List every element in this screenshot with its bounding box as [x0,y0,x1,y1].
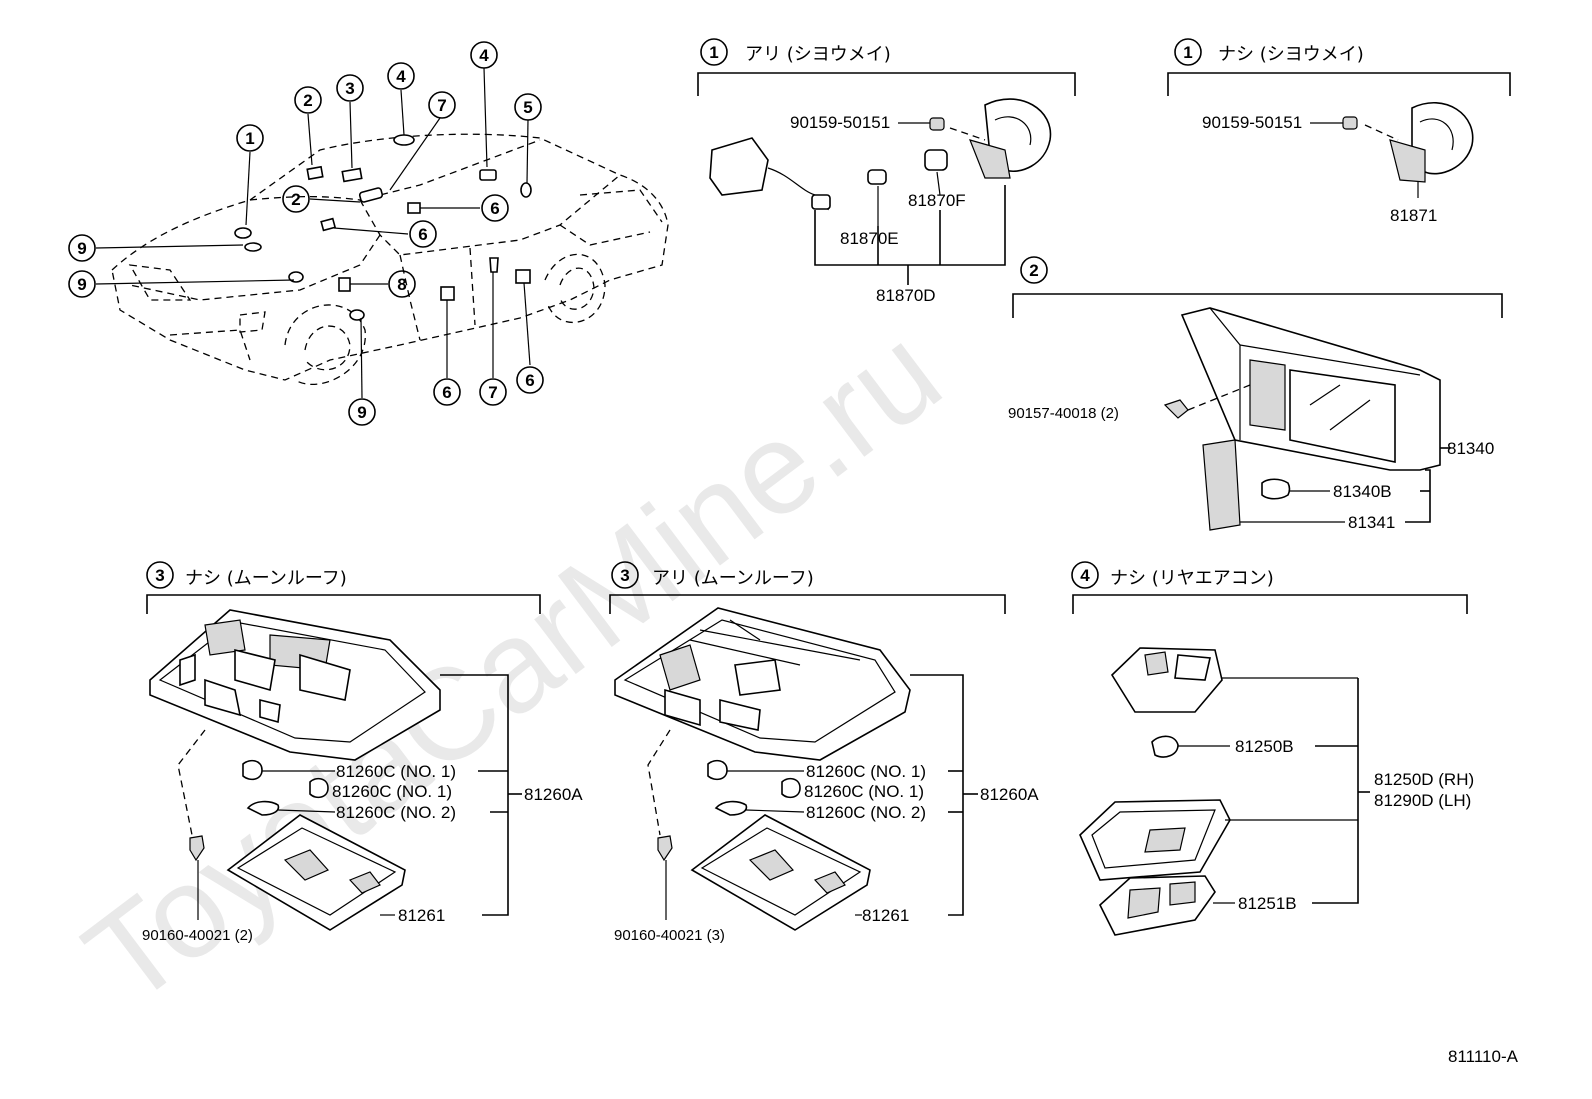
part-90159-50151-a: 90159-50151 [790,113,890,132]
section-1a-header: アリ (シヨウメイ) [745,44,891,65]
svg-text:3: 3 [345,79,354,98]
section-3b-header: アリ (ムーンルーフ) [652,568,814,589]
callout-1: 1 [236,124,264,152]
svg-text:4: 4 [479,46,489,65]
part-81340: 81340 [1447,439,1494,458]
section-2: 2 90157-40018 (2) 81340B 81341 81340 [1008,256,1503,532]
part-81871: 81871 [1390,206,1437,225]
part-81341: 81341 [1348,513,1395,532]
svg-text:9: 9 [77,275,86,294]
part-81261-a: 81261 [398,906,445,925]
callout-9: 9 [348,398,376,426]
car-overview [95,67,669,399]
part-81260C-no1-d: 81260C (NO. 1) [804,782,924,801]
part-81870E: 81870E [840,229,899,248]
part-81260C-no2-b: 81260C (NO. 2) [806,803,926,822]
svg-text:8: 8 [397,275,406,294]
part-90157-40018: 90157-40018 (2) [1008,405,1119,422]
part-81260C-no2: 81260C (NO. 2) [336,803,456,822]
callout-3: 3 [336,74,364,102]
part-81250D-rh: 81250D (RH) [1374,770,1474,789]
car-callouts: 1 2 3 4 7 4 5 2 6 6 9 9 8 6 7 6 9 [68,41,544,426]
section-3a-header: ナシ (ムーンルーフ) [185,568,347,589]
callout-6: 6 [433,378,461,406]
part-81340B: 81340B [1333,482,1392,501]
callout-7: 7 [479,378,507,406]
svg-text:1: 1 [245,129,254,148]
part-81260A-b: 81260A [980,785,1039,804]
svg-text:1: 1 [709,43,718,62]
part-81250B: 81250B [1235,737,1294,756]
svg-text:6: 6 [525,371,534,390]
section-4: 4 ナシ (リヤエアコン) 81250B 81251B 81250D (RH) … [1071,561,1474,936]
part-90160-40021-b: 90160-40021 (3) [614,927,725,944]
section-3a: 3 ナシ (ムーンルーフ) 81260C (NO. 1) 81260C (NO.… [142,561,583,944]
part-81260C-no1-b: 81260C (NO. 1) [332,782,452,801]
callout-8: 8 [388,270,416,298]
svg-text:4: 4 [1080,566,1090,585]
svg-text:4: 4 [396,67,406,86]
part-81260C-no1-a: 81260C (NO. 1) [336,762,456,781]
callout-5: 5 [514,93,542,121]
part-90160-40021-a: 90160-40021 (2) [142,927,253,944]
section-4-header: ナシ (リヤエアコン) [1110,568,1274,589]
svg-text:3: 3 [155,566,164,585]
callout-4: 4 [387,62,415,90]
callout-9: 9 [68,270,96,298]
diagram-code: 811110-A [1448,1047,1519,1066]
svg-text:9: 9 [357,403,366,422]
callout-4: 4 [470,41,498,69]
svg-text:6: 6 [490,199,499,218]
part-81290D-lh: 81290D (LH) [1374,791,1471,810]
callout-6: 6 [409,220,437,248]
part-81251B: 81251B [1238,894,1297,913]
svg-text:2: 2 [303,91,312,110]
callout-2: 2 [294,86,322,114]
callout-6: 6 [481,194,509,222]
part-90159-50151-b: 90159-50151 [1202,113,1302,132]
svg-text:5: 5 [523,98,532,117]
callout-9: 9 [68,234,96,262]
section-1b: 1 ナシ (シヨウメイ) 90159-50151 81871 [1167,38,1511,225]
callout-6: 6 [516,366,544,394]
part-81260A-a: 81260A [524,785,583,804]
section-1b-header: ナシ (シヨウメイ) [1218,44,1364,65]
part-81870F: 81870F [908,191,966,210]
section-1a: 1 アリ (シヨウメイ) 90159-50151 81870F 81870E 8… [697,38,1076,305]
svg-text:9: 9 [77,239,86,258]
svg-text:7: 7 [488,383,497,402]
svg-text:3: 3 [620,566,629,585]
svg-text:2: 2 [1029,261,1038,280]
svg-text:1: 1 [1183,43,1192,62]
part-81261-b: 81261 [862,906,909,925]
part-81870D: 81870D [876,286,936,305]
svg-text:7: 7 [437,96,446,115]
svg-text:6: 6 [442,383,451,402]
part-81260C-no1-c: 81260C (NO. 1) [806,762,926,781]
svg-text:6: 6 [418,225,427,244]
callout-7: 7 [428,91,456,119]
callout-2: 2 [282,185,310,213]
svg-text:2: 2 [291,190,300,209]
section-3b: 3 アリ (ムーンルーフ) 81260C (NO. 1) 81260C (NO.… [609,561,1039,944]
